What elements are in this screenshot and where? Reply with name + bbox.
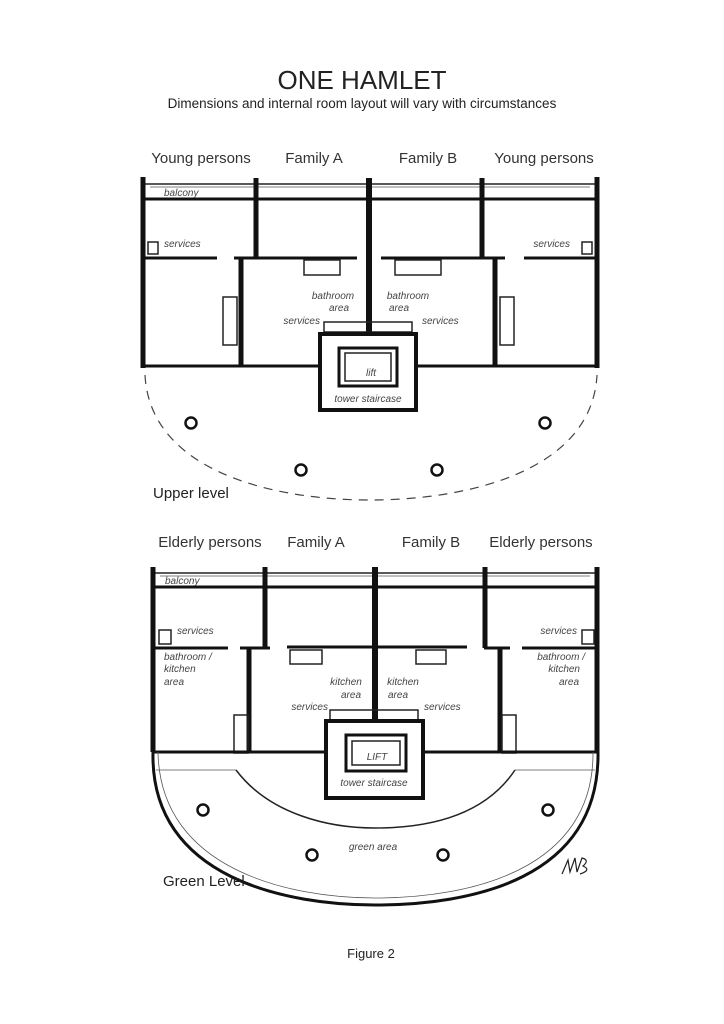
label-area: area xyxy=(329,303,349,314)
label-balcony: balcony xyxy=(165,576,200,587)
label-bathroom: bathroom xyxy=(387,291,429,302)
label-bathroom: bathroom xyxy=(312,291,354,302)
column-elderly-left: Elderly persons xyxy=(158,534,261,551)
level-name: Upper level xyxy=(153,485,229,502)
column-post xyxy=(538,416,552,430)
green-level-plan: Elderly persons Family A Family B Elderl… xyxy=(150,534,600,907)
label-services: services xyxy=(422,316,459,327)
column-post xyxy=(436,848,450,862)
label-lift: LIFT xyxy=(367,752,388,763)
label-kitchen: kitchen xyxy=(330,677,362,688)
column-family-a: Family A xyxy=(287,534,345,551)
column-post xyxy=(196,803,210,817)
title: ONE HAMLET xyxy=(277,65,446,95)
column-post xyxy=(184,416,198,430)
label-kitchen: kitchen xyxy=(548,664,580,675)
label-services: services xyxy=(283,316,320,327)
column-post xyxy=(294,463,308,477)
upper-level-plan: Young persons Family A Family B Young pe… xyxy=(140,150,600,502)
signature xyxy=(561,857,588,875)
column-family-a: Family A xyxy=(285,150,343,167)
label-bathroom-kitchen: bathroom / xyxy=(164,652,213,663)
label-services: services xyxy=(291,702,328,713)
column-young-right: Young persons xyxy=(494,150,594,167)
label-services: services xyxy=(424,702,461,713)
green-area-inner-edge xyxy=(235,769,516,829)
column-elderly-right: Elderly persons xyxy=(489,534,592,551)
label-area: area xyxy=(164,677,184,688)
label-area: area xyxy=(389,303,409,314)
label-area: area xyxy=(388,690,408,701)
label-bathroom-kitchen: bathroom / xyxy=(537,652,586,663)
label-lift: lift xyxy=(366,368,377,379)
column-post xyxy=(541,803,555,817)
label-area: area xyxy=(559,677,579,688)
label-green-area: green area xyxy=(349,842,398,853)
label-services: services xyxy=(164,239,201,250)
label-kitchen: kitchen xyxy=(387,677,419,688)
label-kitchen: kitchen xyxy=(164,664,196,675)
label-tower-staircase: tower staircase xyxy=(340,778,408,789)
label-tower-staircase: tower staircase xyxy=(334,394,402,405)
green-area-outer-edge xyxy=(151,751,600,907)
subtitle: Dimensions and internal room layout will… xyxy=(168,96,557,111)
label-balcony: balcony xyxy=(164,188,199,199)
dashed-outline xyxy=(144,374,598,501)
column-post xyxy=(430,463,444,477)
label-services: services xyxy=(177,626,214,637)
label-services: services xyxy=(533,239,570,250)
column-family-b: Family B xyxy=(402,534,460,551)
level-name: Green Level xyxy=(163,873,245,890)
label-area: area xyxy=(341,690,361,701)
column-post xyxy=(305,848,319,862)
figure-caption: Figure 2 xyxy=(347,946,395,961)
column-young-left: Young persons xyxy=(151,150,251,167)
column-family-b: Family B xyxy=(399,150,457,167)
label-services: services xyxy=(540,626,577,637)
